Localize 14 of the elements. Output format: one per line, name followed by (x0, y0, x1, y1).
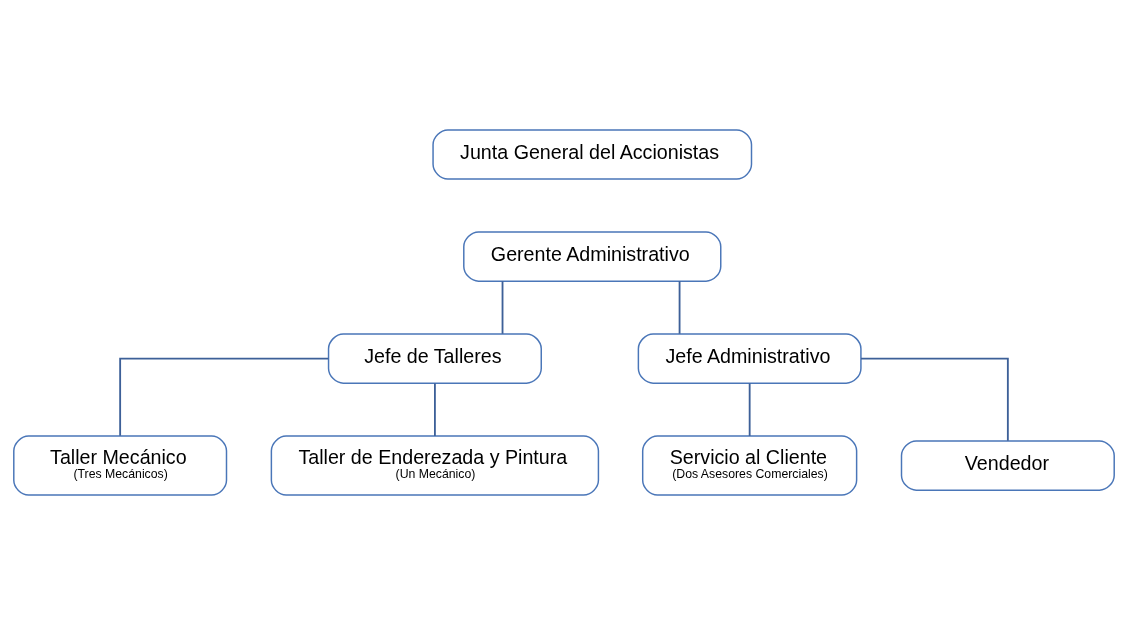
node-box: Gerente Administrativo (463, 231, 722, 282)
connector (501, 280, 504, 335)
node-box: Taller de Enderezada y Pintura (Un Mecánico) (270, 435, 600, 496)
node-box: Junta General del Accionistas (432, 129, 753, 180)
connector (860, 357, 1009, 442)
node-box: Servicio al Cliente (Dos Asesores Comerciales) (641, 435, 858, 496)
connector (433, 382, 436, 437)
node-box: Taller Mecánico (Tres Mecánicos) (13, 435, 228, 496)
node-box: Jefe de Talleres (327, 333, 542, 384)
connector (119, 357, 330, 437)
node-box: Jefe Administrativo (637, 333, 862, 384)
connector (678, 280, 681, 335)
connector (748, 382, 751, 437)
node-box: Vendedor (900, 440, 1115, 491)
